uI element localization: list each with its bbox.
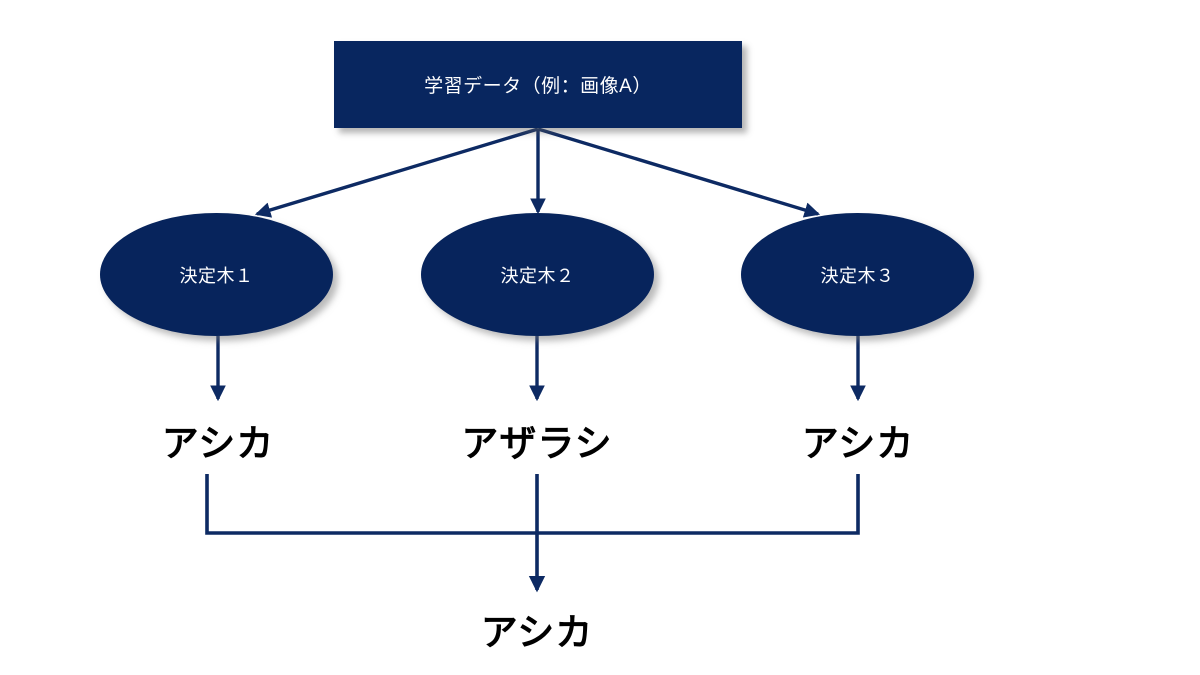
prediction-label-2: アザラシ — [461, 423, 613, 464]
arrow-data-to-tree-1 — [254, 127, 539, 218]
decision-tree-label-3: 決定木３ — [820, 265, 895, 286]
training-data-label: 学習データ（例：画像A） — [424, 76, 652, 97]
decision-tree-label-2: 決定木２ — [500, 265, 575, 286]
prediction-label-3: アシカ — [801, 423, 915, 464]
training-data-box: 学習データ（例：画像A） — [334, 41, 742, 128]
final-prediction-label: アシカ — [480, 612, 594, 653]
decision-tree-node-3: 決定木３ — [741, 213, 974, 336]
decision-tree-node-1: 決定木１ — [100, 213, 333, 336]
prediction-label-1: アシカ — [161, 423, 275, 464]
merge-bracket — [205, 474, 860, 535]
decision-tree-label-1: 決定木１ — [179, 265, 254, 286]
decision-tree-node-2: 決定木２ — [421, 213, 654, 336]
arrow-data-to-tree-3 — [537, 127, 821, 218]
